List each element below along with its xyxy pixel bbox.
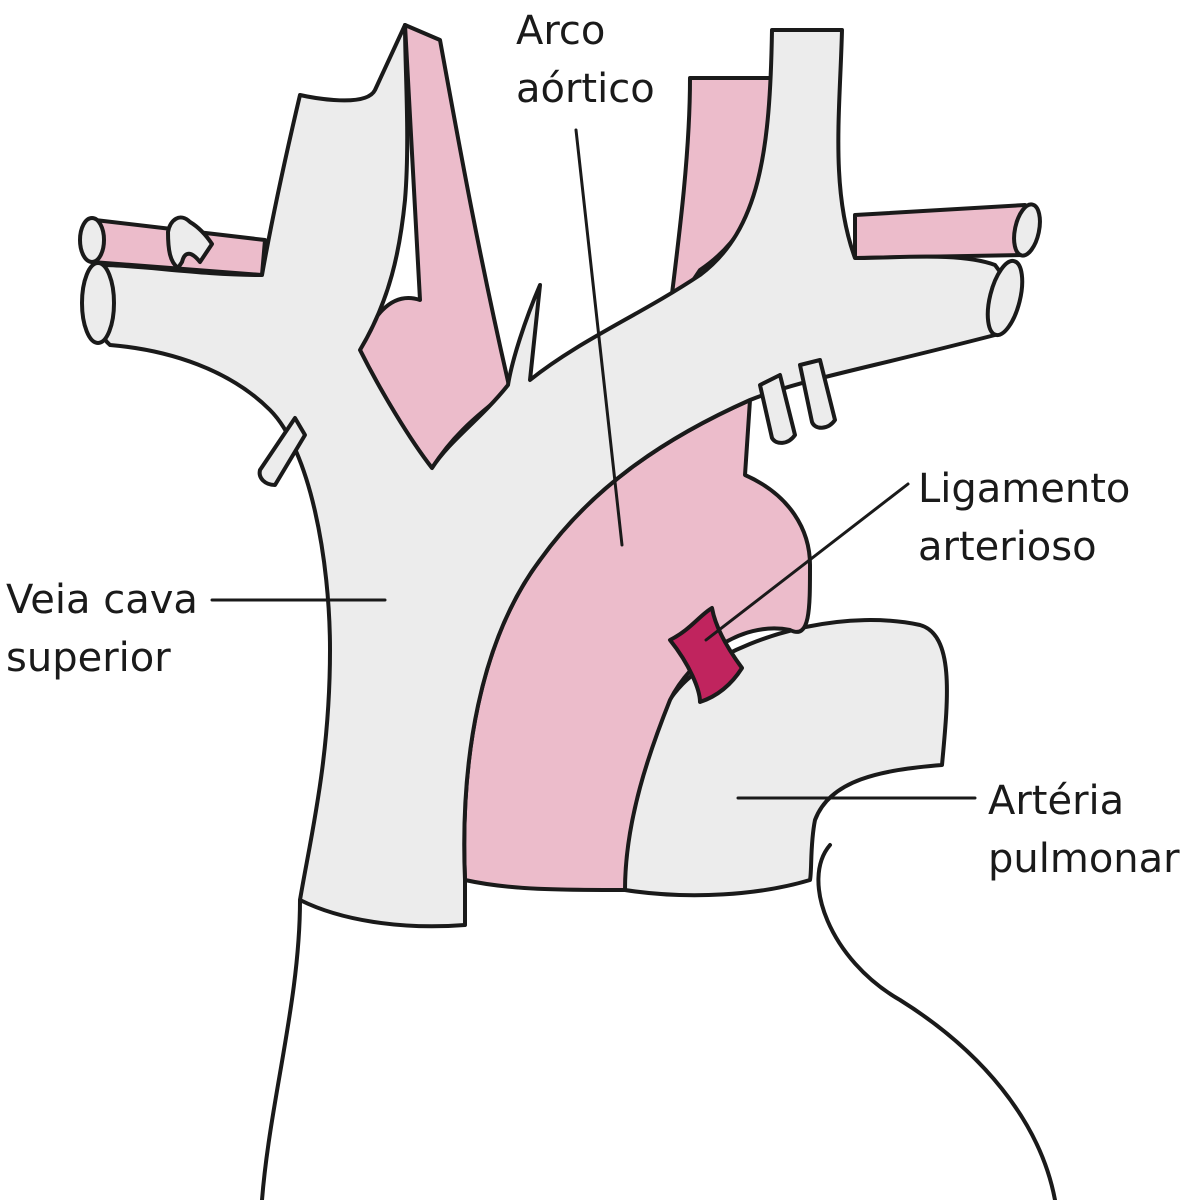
label-aortic-arch-line2: aórtico <box>516 60 655 118</box>
label-ligamentum-line1: Ligamento <box>918 460 1130 518</box>
label-aortic-arch: Arco aórtico <box>516 2 655 118</box>
label-pulmonary-artery-line1: Artéria <box>988 772 1180 830</box>
label-aortic-arch-line1: Arco <box>516 2 655 60</box>
right-upper-artery <box>855 205 1036 258</box>
label-pulmonary-artery-line2: pulmonar <box>988 830 1180 888</box>
label-svc-line2: superior <box>6 629 198 687</box>
label-ligamentum-arteriosum: Ligamento arterioso <box>918 460 1130 576</box>
label-ligamentum-line2: arterioso <box>918 518 1130 576</box>
label-svc-line1: Veia cava <box>6 571 198 629</box>
label-pulmonary-artery: Artéria pulmonar <box>988 772 1180 888</box>
left-vein-opening <box>82 263 114 343</box>
label-superior-vena-cava: Veia cava superior <box>6 571 198 687</box>
left-upper-artery-opening <box>80 218 104 262</box>
